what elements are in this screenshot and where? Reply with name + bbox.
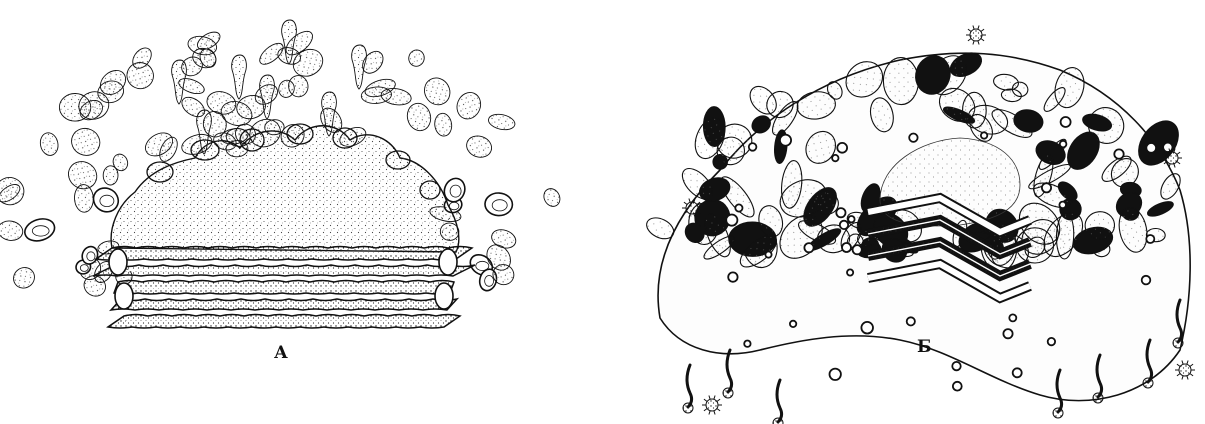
cisternae-stack-a: [93, 247, 475, 329]
tubule-section: [804, 243, 813, 252]
coated-vesicle: [702, 395, 722, 414]
tubule-section: [749, 143, 757, 151]
vesicle: [487, 112, 516, 132]
vesicle: [404, 101, 433, 134]
vesicle: [420, 73, 455, 109]
tubule-section: [728, 272, 737, 281]
tubule-section: [1061, 117, 1071, 127]
tubule-section: [1146, 143, 1156, 153]
tubule-section: [765, 252, 771, 258]
vesicle: [683, 403, 693, 413]
tubule-section: [1060, 141, 1067, 148]
tubule-section: [1003, 329, 1012, 338]
vesicle: [0, 219, 24, 242]
tubule-section: [847, 269, 853, 275]
vesicle: [172, 60, 187, 104]
tubule-section: [1009, 314, 1016, 321]
tubule-section: [1163, 143, 1172, 152]
tubule-loop: [962, 92, 986, 128]
tubule-section: [1142, 276, 1151, 285]
vesicle: [232, 55, 247, 99]
tubule-section: [909, 134, 917, 142]
vesicle: [352, 45, 367, 89]
tubule-section: [790, 321, 796, 327]
vesicle: [723, 388, 733, 398]
tubule-section: [837, 143, 847, 153]
tubule-section: [840, 221, 848, 229]
tubule: [687, 365, 692, 407]
tubule-section: [853, 245, 862, 254]
tubule-section: [832, 155, 838, 161]
vesicle: [103, 166, 118, 185]
tubule-section: [1059, 202, 1066, 209]
coated-vesicle: [966, 25, 986, 44]
tubule-section: [1013, 368, 1022, 377]
tubule: [727, 350, 732, 392]
vesicle: [123, 58, 158, 93]
tubule-section: [953, 382, 962, 391]
vesicle: [1053, 408, 1063, 418]
tubule-section: [780, 135, 791, 146]
vesicle: [0, 174, 27, 208]
vesicle: [484, 192, 513, 216]
vesicle: [541, 186, 563, 209]
vesicle: [453, 89, 484, 123]
tubule-section: [1114, 149, 1123, 158]
vesicle: [9, 263, 38, 292]
vesicle: [773, 418, 783, 424]
vesicle: [433, 112, 453, 137]
tubule-section: [1042, 183, 1051, 192]
tubule-section: [830, 369, 841, 380]
tubule-section: [836, 208, 845, 217]
vesicle: [464, 133, 495, 161]
vesicle: [63, 156, 102, 194]
tubule-section: [744, 341, 750, 347]
coated-vesicle: [1175, 360, 1195, 379]
vesicle: [22, 215, 57, 244]
tubule-section: [735, 204, 742, 211]
tubule-loop: [883, 57, 919, 105]
panel-label-b: Б: [917, 337, 932, 357]
tubule-section: [861, 322, 873, 334]
vesicle: [407, 48, 427, 68]
vesicle: [1173, 338, 1183, 348]
panel-label-a: А: [274, 343, 288, 363]
panel-a: А: [0, 20, 563, 363]
tubule-section: [907, 317, 915, 325]
panel-b: Б: [643, 25, 1195, 424]
tubule-section: [842, 243, 851, 252]
vesicle: [1093, 393, 1103, 403]
tubule-section: [952, 362, 960, 370]
tubule-section: [981, 132, 987, 138]
tubule-section: [1146, 235, 1154, 243]
tubule: [777, 380, 782, 422]
tubule-section: [726, 215, 737, 226]
tubule-section: [848, 216, 854, 222]
vesicle: [38, 131, 60, 157]
tubule-section: [1048, 338, 1055, 345]
vesicle: [67, 124, 104, 160]
vesicle: [1143, 378, 1153, 388]
